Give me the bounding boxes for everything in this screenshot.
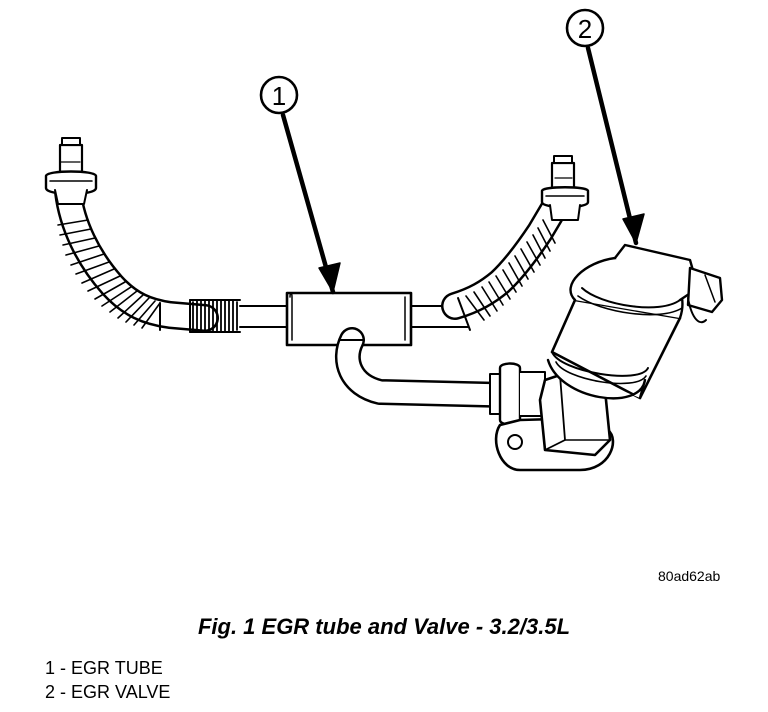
egr-valve xyxy=(494,243,724,472)
callout-leader-1 xyxy=(280,112,341,295)
legend-item: 2 - EGR VALVE xyxy=(45,680,170,704)
left-fitting xyxy=(44,137,98,205)
callout-circle-1 xyxy=(259,75,299,115)
right-fitting xyxy=(540,155,590,221)
legend-item: 1 - EGR TUBE xyxy=(45,656,170,680)
legend-separator: - xyxy=(55,682,72,702)
legend-number: 2 xyxy=(45,682,56,702)
left-middle-corrugation xyxy=(159,299,289,333)
legend-number: 1 xyxy=(45,658,56,678)
image-code: 80ad62ab xyxy=(658,568,721,584)
legend-label: EGR TUBE xyxy=(71,658,163,678)
figure-caption: Fig. 1 EGR tube and Valve - 3.2/3.5L xyxy=(197,614,571,639)
legend-label: EGR VALVE xyxy=(71,682,171,702)
right-tube-branch xyxy=(410,191,570,331)
legend: 1 - EGR TUBE 2 - EGR VALVE xyxy=(45,656,170,704)
callout-number-1: 1 xyxy=(272,81,286,111)
left-tube-branch xyxy=(54,178,219,332)
egr-diagram: 1 2 xyxy=(44,8,724,472)
callout-circle-2 xyxy=(565,8,605,48)
legend-separator: - xyxy=(55,658,72,678)
callout-number-2: 2 xyxy=(578,14,592,44)
callout-leader-2 xyxy=(585,45,645,246)
valve-feed-tube xyxy=(335,327,546,426)
tee-body xyxy=(285,291,413,347)
